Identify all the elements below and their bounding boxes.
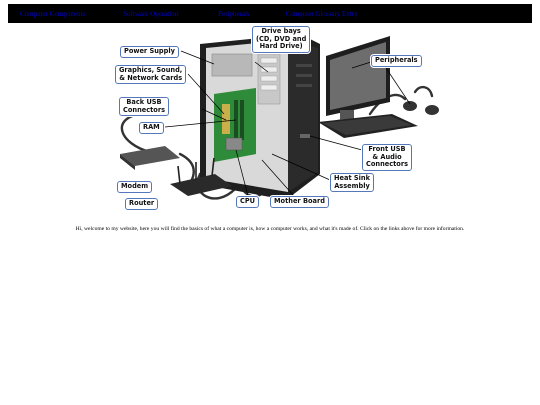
intro-text: Hi, welcome to my website, here you will…	[75, 225, 465, 232]
label-ram[interactable]: RAM	[139, 122, 164, 134]
label-power-supply[interactable]: Power Supply	[120, 46, 179, 58]
computer-components-diagram: Drive bays (CD, DVD and Hard Drive) Powe…	[0, 24, 540, 214]
label-drive-bays[interactable]: Drive bays (CD, DVD and Hard Drive)	[252, 26, 311, 53]
monitor-shape	[326, 36, 390, 125]
tower-case	[200, 34, 320, 200]
nav-link-software-operation[interactable]: Software Operation	[123, 9, 179, 18]
label-cpu[interactable]: CPU	[236, 196, 260, 208]
label-graphics-cards[interactable]: Graphics, Sound, & Network Cards	[115, 65, 187, 85]
label-back-usb[interactable]: Back USB Connectors	[119, 97, 169, 117]
nav-link-computer-glossary[interactable]: Computer Glossary Entry	[285, 9, 358, 18]
nav-link-computer-components[interactable]: Computer Components	[20, 9, 86, 18]
label-front-usb[interactable]: Front USB & Audio Connectors	[362, 144, 412, 171]
computer-illustration	[120, 34, 439, 200]
nav-bar: Computer Components Software Operation P…	[8, 4, 532, 23]
label-motherboard[interactable]: Mother Board	[270, 196, 329, 208]
label-modem[interactable]: Modem	[117, 181, 153, 193]
nav-link-peripherals[interactable]: Peripherals	[218, 9, 250, 18]
label-peripherals[interactable]: Peripherals	[371, 55, 422, 67]
label-router[interactable]: Router	[125, 198, 159, 210]
label-heat-sink[interactable]: Heat Sink Assembly	[330, 173, 374, 193]
